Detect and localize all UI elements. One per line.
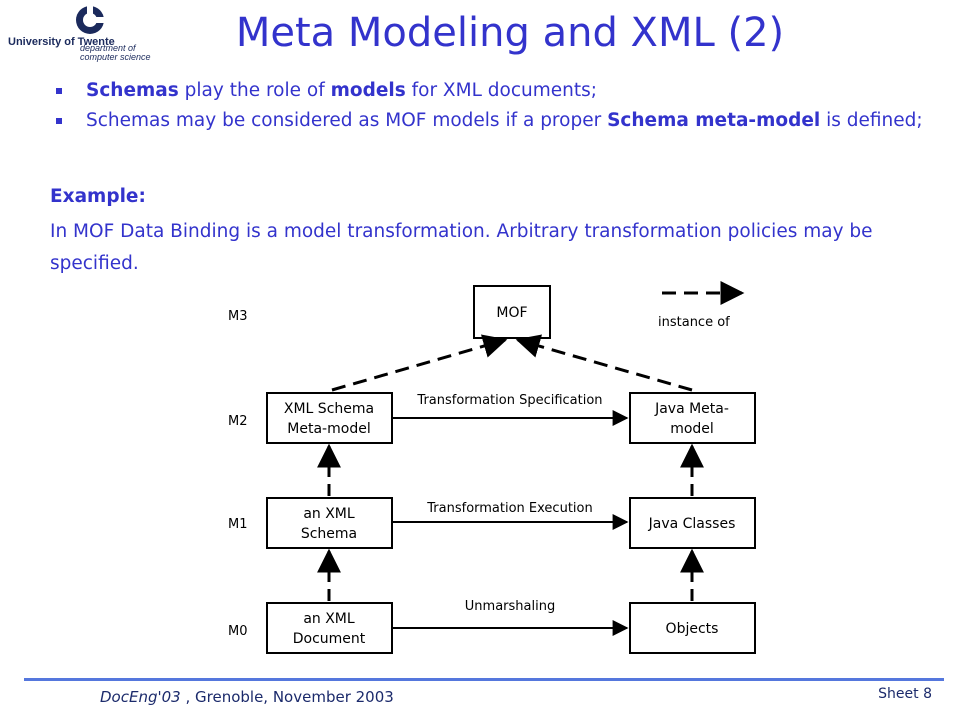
bullet-marker-icon [56, 118, 62, 124]
java-classes-box [629, 497, 756, 549]
java-metamodel-box [629, 392, 756, 444]
bullet-text: is defined; [820, 110, 923, 131]
level-label-m2: M2 [228, 414, 248, 429]
bullet-emphasis: models [330, 80, 406, 101]
xml-schema-metamodel-box [266, 392, 393, 444]
slide-title: Meta Modeling and XML (2) [235, 10, 785, 56]
xml-schema-box [266, 497, 393, 549]
transformation-specification-label: Transformation Specification [416, 393, 602, 408]
level-label-m1: M1 [228, 517, 248, 532]
instance-of-arrow-java-to-mof [515, 334, 693, 392]
bullet-emphasis: Schemas [86, 80, 179, 101]
level-label-m3: M3 [228, 309, 248, 324]
mof-box-label: MOF [496, 305, 527, 321]
xml-document-box [266, 602, 393, 654]
bullet-emphasis: Schema meta-model [607, 110, 821, 131]
java-metamodel-label-1: Java Meta- [654, 401, 729, 417]
bullet-text: play the role of [178, 80, 331, 101]
xml-document-label-1: an XML [303, 611, 355, 627]
xml-schema-metamodel-label-2: Meta-model [287, 421, 370, 437]
java-metamodel-label-2: model [670, 421, 714, 437]
bullet-text: for XML documents; [405, 80, 597, 101]
transformation-execution-label: Transformation Execution [426, 501, 592, 516]
mof-box [473, 285, 551, 339]
footer-divider [24, 678, 944, 681]
xml-schema-metamodel-label-1: XML Schema [284, 401, 374, 417]
footer-place: , Grenoble, November 2003 [180, 688, 394, 706]
xml-schema-label-1: an XML [303, 506, 355, 522]
unmarshaling-label: Unmarshaling [465, 599, 555, 614]
bullet-list: Schemas play the role of models for XML … [50, 78, 940, 138]
objects-label: Objects [666, 621, 719, 637]
bullet-text: Schemas may be considered as MOF models … [86, 110, 608, 131]
university-logo: University of Twente department of compu… [8, 4, 168, 66]
department-name: department of computer science [80, 43, 151, 62]
sheet-number: Sheet 8 [878, 686, 932, 702]
xml-document-label-2: Document [293, 631, 366, 647]
java-classes-label: Java Classes [648, 516, 736, 532]
university-name: University of Twente [8, 36, 115, 48]
bullet-marker-icon [56, 88, 62, 94]
bullet-item: Schemas may be considered as MOF models … [50, 108, 940, 133]
example-text: In MOF Data Binding is a model transform… [50, 221, 873, 274]
example-heading: Example: [50, 186, 146, 207]
legend-label: instance of [658, 315, 730, 330]
university-logo-emblem [76, 6, 104, 34]
xml-schema-label-2: Schema [301, 526, 357, 542]
bullet-item: Schemas play the role of models for XML … [50, 78, 940, 103]
level-label-m0: M0 [228, 624, 248, 639]
objects-box [629, 602, 756, 654]
instance-of-arrow-xml-to-mof [331, 334, 508, 392]
footer-text: DocEng'03 , Grenoble, November 2003 [100, 688, 394, 706]
footer-conference: DocEng'03 [100, 688, 181, 706]
